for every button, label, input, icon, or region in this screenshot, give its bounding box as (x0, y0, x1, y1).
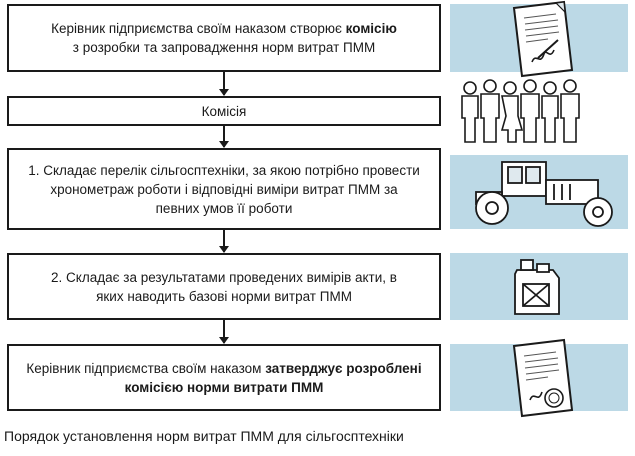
step-commission-text: Комісія (201, 103, 247, 119)
step-order-create: Керівник підприємства своїм наказом ство… (7, 4, 441, 72)
step-commission: Комісія (7, 96, 441, 126)
step-draw-up-acts-text: 2. Складає за результатами проведених ви… (51, 269, 397, 304)
step-order-create-text-bold: комісію (345, 21, 397, 36)
step-order-create-text-b: з розробки та запровадження норм витрат … (72, 40, 376, 55)
step-order-create-text-a: Керівник підприємства своїм наказом ство… (51, 21, 346, 36)
sealed-document-icon (512, 338, 574, 418)
tractor-icon (475, 161, 613, 227)
signed-document-icon (512, 0, 574, 78)
step-order-approve-text-bold: затверджує розроблені комісією норми вит… (124, 360, 422, 395)
flow-arrow-3 (219, 230, 229, 253)
step-draw-up-acts: 2. Складає за результатами проведених ви… (7, 253, 441, 320)
step-list-machinery-text: 1. Складає перелік сільгосптехніки, за я… (28, 162, 420, 216)
flow-arrow-2 (219, 126, 229, 148)
people-group-icon (461, 79, 580, 143)
fuel-canister-icon (514, 259, 560, 315)
step-order-approve-text: Керівник підприємства своїм наказом (26, 360, 266, 376)
step-order-approve: Керівник підприємства своїм наказом затв… (7, 344, 441, 411)
step-list-machinery: 1. Складає перелік сільгосптехніки, за я… (7, 148, 441, 230)
flow-arrow-1 (219, 72, 229, 96)
figure-caption: Порядок установлення норм витрат ПММ для… (4, 428, 404, 444)
flow-arrow-4 (219, 320, 229, 344)
